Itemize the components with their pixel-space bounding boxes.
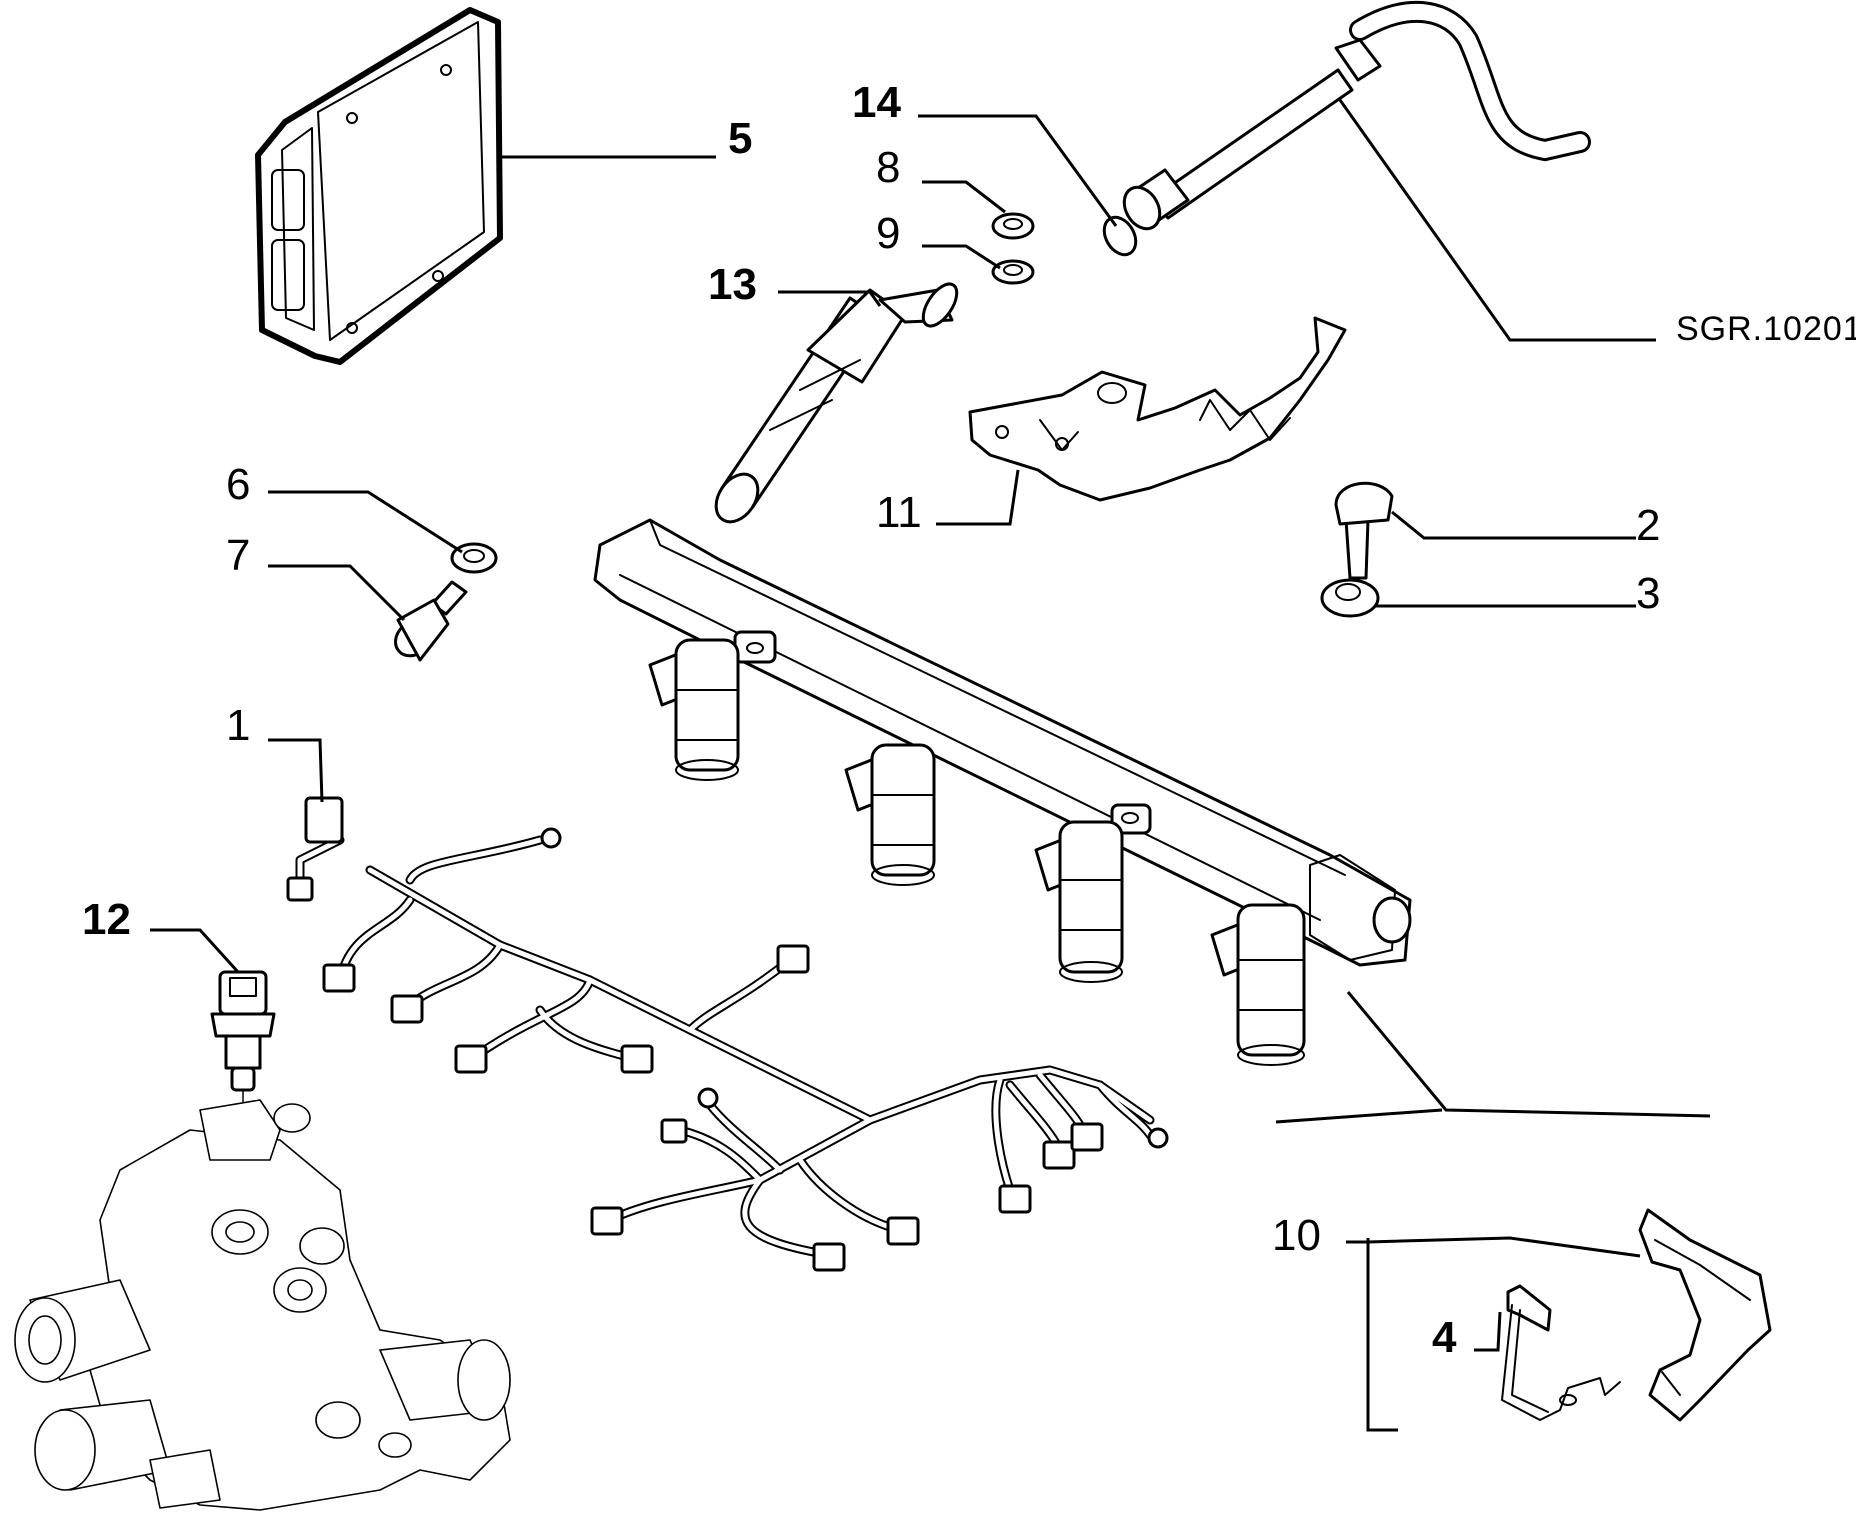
fuel-injector-1 <box>648 638 740 781</box>
fuel-injector-3 <box>1034 820 1124 983</box>
callout-9: 9 <box>876 209 900 258</box>
callout-8: 8 <box>876 143 900 192</box>
washer-part-9 <box>991 259 1035 285</box>
callout-11: 11 <box>876 488 922 537</box>
injector-wiring-harness <box>286 796 1169 1272</box>
fuel-inlet-fitting <box>714 282 959 524</box>
fuel-injector-2 <box>844 743 936 886</box>
washer-part-3 <box>1320 578 1380 618</box>
reference-code: SGR.10201 <box>1676 310 1856 348</box>
callout-2: 2 <box>1636 501 1660 550</box>
fuel-rail-assembly <box>593 518 1412 1066</box>
connector-cover <box>1638 1208 1772 1422</box>
callout-leaders <box>150 99 1711 1432</box>
thermostat-housing <box>14 1099 511 1511</box>
callout-13: 13 <box>708 260 757 309</box>
fuel-supply-pipe <box>1102 0 1591 257</box>
rail-bracket <box>968 316 1347 502</box>
callout-4: 4 <box>1432 1313 1457 1362</box>
callout-labels: 5 14 8 9 13 11 6 7 2 3 1 12 10 4 SGR.102… <box>82 78 1856 1362</box>
callout-6: 6 <box>226 460 250 509</box>
nut-part-8 <box>991 212 1035 240</box>
ecu-control-unit <box>255 7 503 365</box>
callout-3: 3 <box>1636 569 1660 618</box>
callout-7: 7 <box>226 531 250 580</box>
bolt-part-2 <box>1334 481 1394 580</box>
callout-5: 5 <box>728 114 752 163</box>
callout-14: 14 <box>852 78 901 127</box>
callout-10: 10 <box>1272 1211 1321 1260</box>
fuel-injector-4 <box>1210 903 1306 1066</box>
screw-part-7 <box>394 580 468 662</box>
callout-1: 1 <box>226 701 250 750</box>
retaining-clip <box>1501 1284 1621 1421</box>
callout-12: 12 <box>82 895 131 944</box>
washer-part-6 <box>450 542 498 574</box>
temperature-sensor <box>210 970 276 1230</box>
